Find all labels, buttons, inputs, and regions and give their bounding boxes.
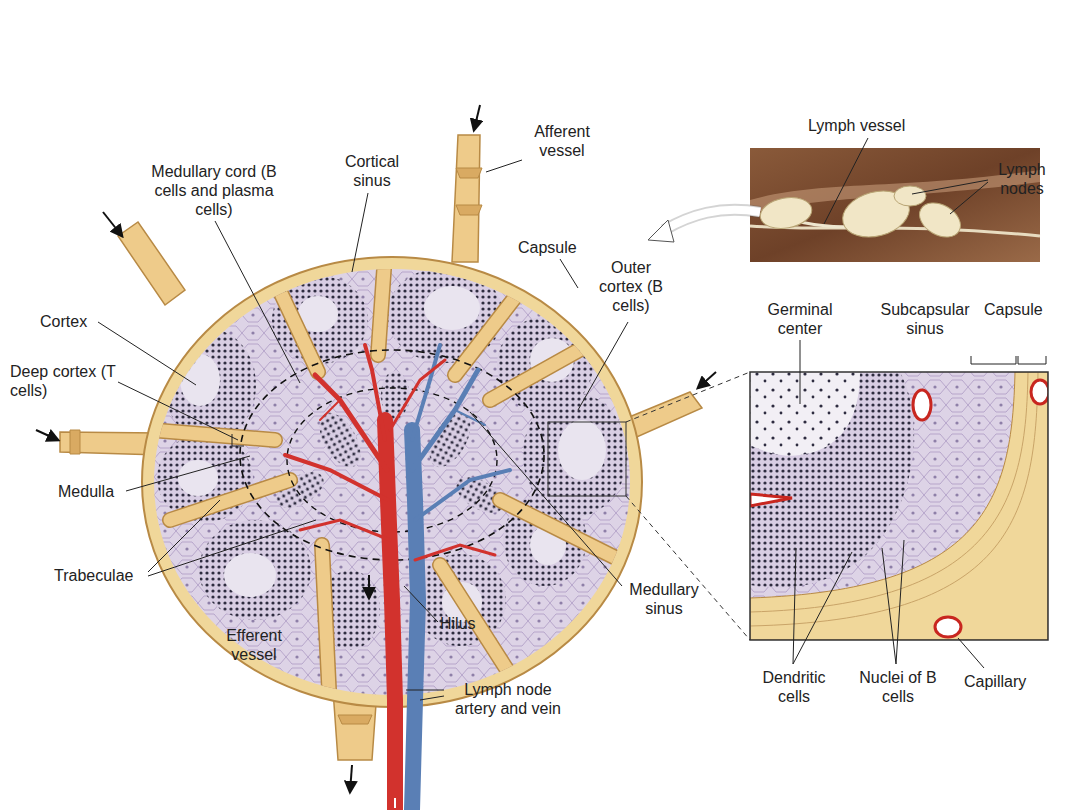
part-label: Medullary cord (B cells and plasma cells… [140,162,288,219]
part-label: Medullary sinus [622,580,706,618]
part-label: Capsule [984,300,1043,319]
part-label: Lymph vessel [808,116,905,135]
part-label: Cortex [40,312,87,331]
part-label: Hilus [440,614,476,633]
part-label: Nuclei of B cells [856,668,940,706]
part-label: Deep cortex (T cells) [10,362,122,400]
part-label: Cortical sinus [332,152,412,190]
part-label: Germinal center [758,300,842,338]
part-label: Afferent vessel [520,122,604,160]
part-label: Lymph node artery and vein [446,680,570,718]
part-label: Dendritic cells [752,668,836,706]
part-label: Capillary [964,672,1026,691]
part-label: Medulla [58,482,114,501]
part-label: Outer cortex (B cells) [596,258,666,315]
part-label: Capsule [518,238,577,257]
part-label: Trabeculae [54,566,133,585]
part-label: Efferent vessel [216,626,292,664]
part-label: Subcapsular sinus [866,300,984,338]
part-label: Lymph nodes [990,160,1054,198]
